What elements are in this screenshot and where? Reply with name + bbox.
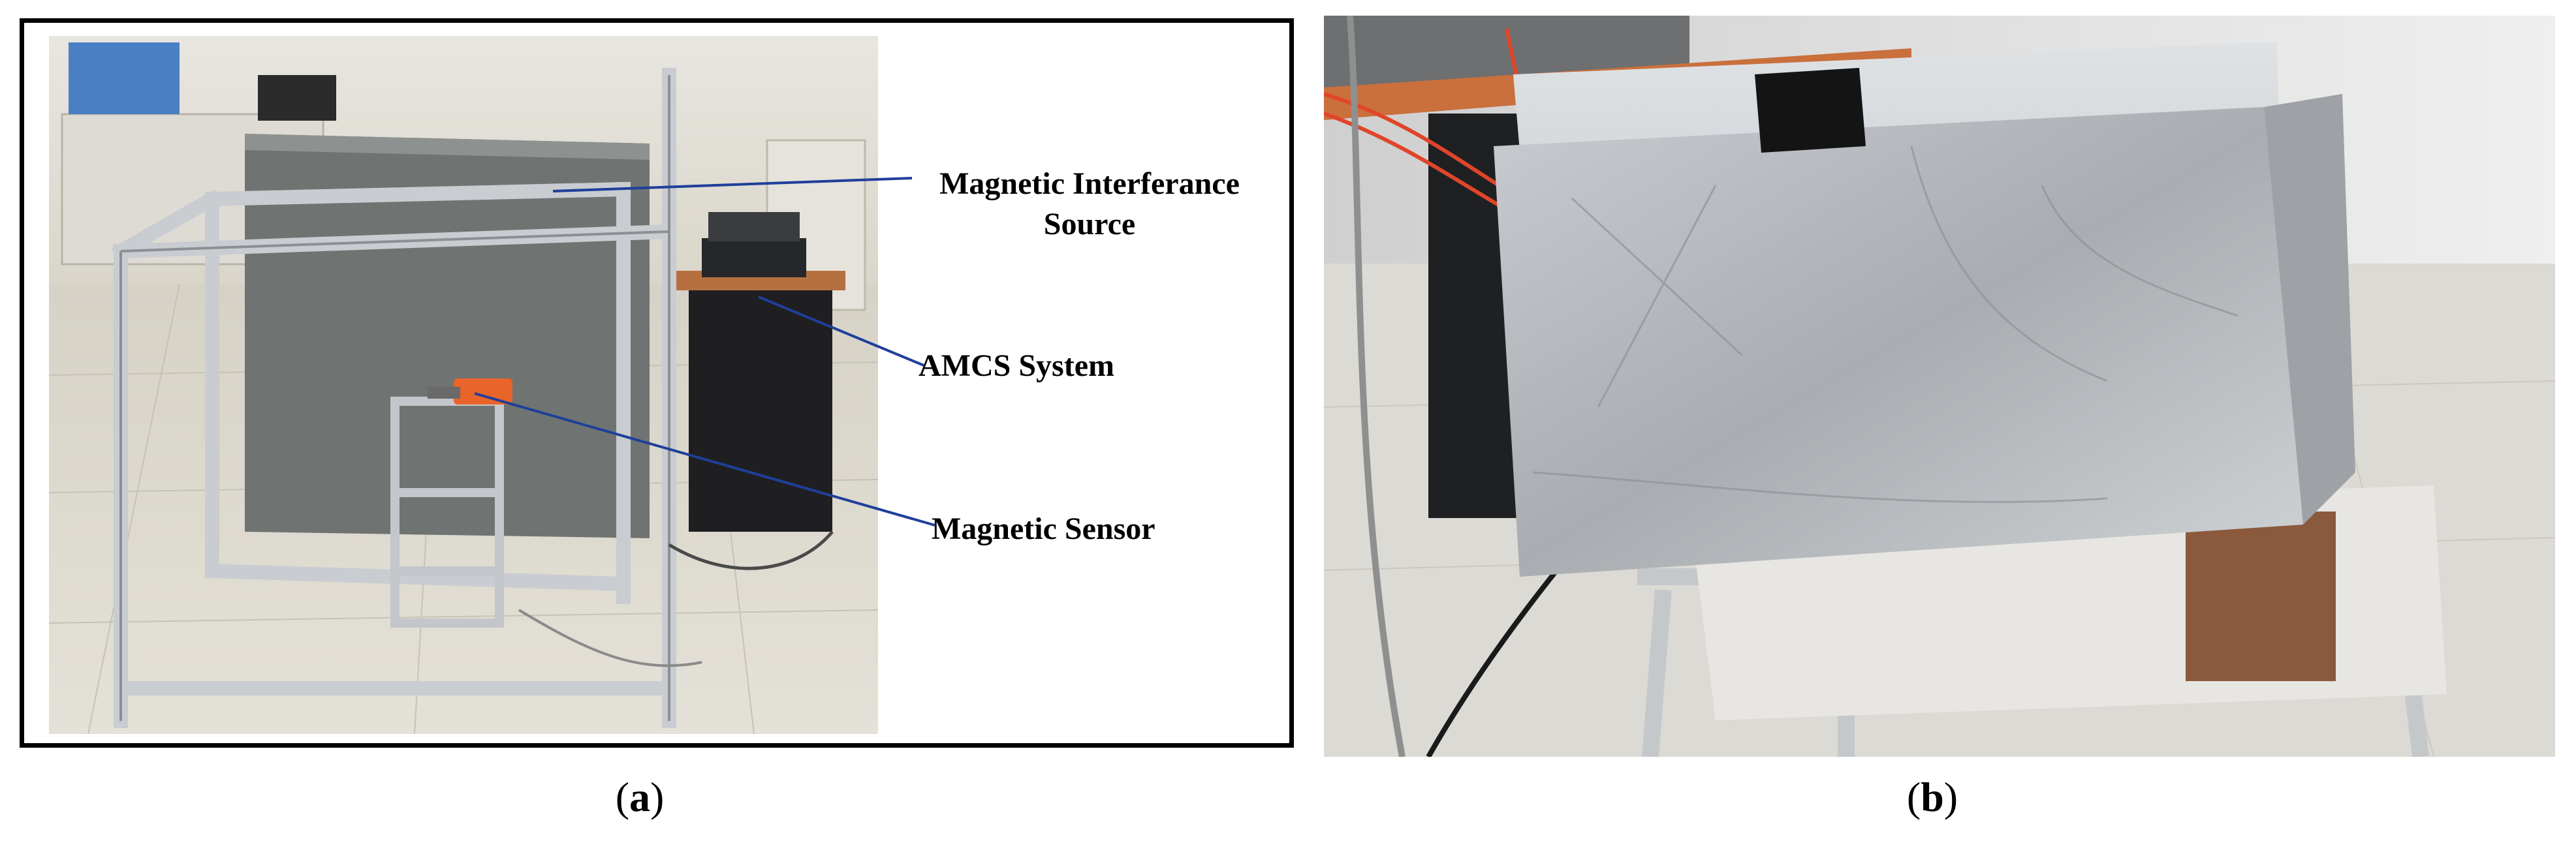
photo-shielded-box xyxy=(1324,16,2555,757)
figure-panel-a: Magnetic Interferance Source AMCS System… xyxy=(20,18,1294,748)
photo-test-setup xyxy=(49,36,878,734)
caption-panel-a: (a) xyxy=(615,774,665,820)
label-interference-line1: Magnetic Interferance xyxy=(939,166,1240,201)
caption-letter-b: b xyxy=(1921,774,1944,820)
figure-panel-b xyxy=(1324,16,2555,757)
label-interference-line2: Source xyxy=(1043,207,1136,241)
caption-letter-a: a xyxy=(629,774,650,820)
label-magnetic-sensor: Magnetic Sensor xyxy=(932,512,1155,546)
label-magnetic-interference-source: Magnetic Interferance Source xyxy=(907,164,1272,245)
label-amcs-system: AMCS System xyxy=(919,348,1114,383)
caption-panel-b: (b) xyxy=(1906,774,1958,820)
